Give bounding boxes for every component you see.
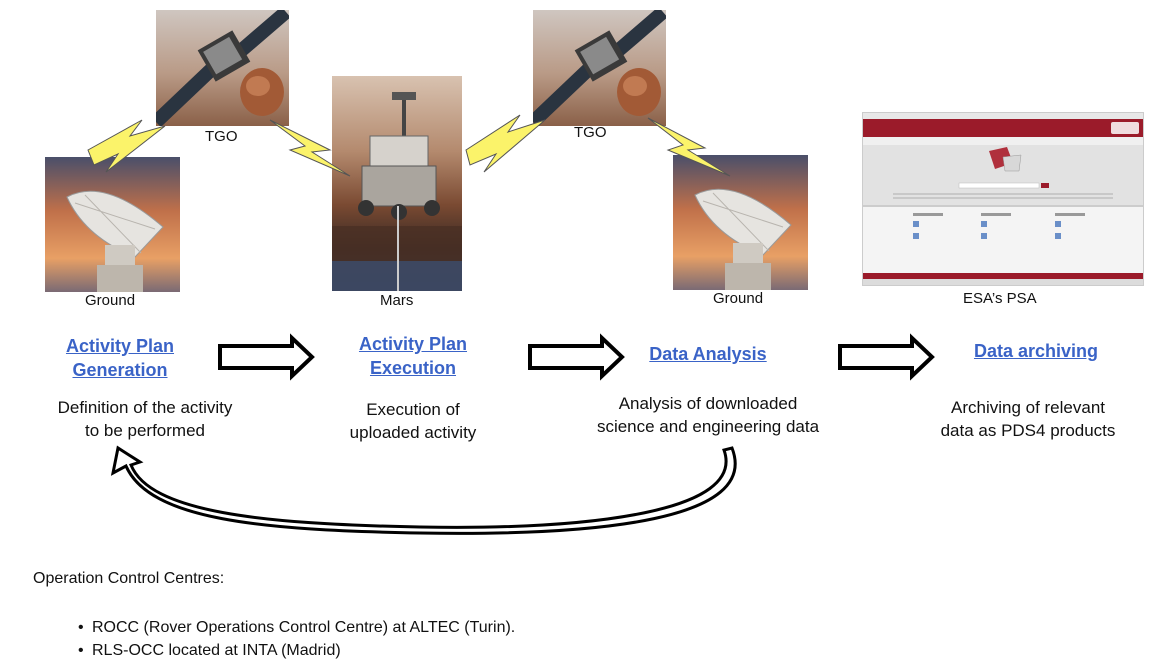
tgo-caption-right: TGO <box>574 124 607 141</box>
psa-screenshot-image <box>862 112 1144 286</box>
arrow-right-icon <box>838 333 935 381</box>
ground-caption-right: Ground <box>713 290 764 307</box>
stage-title-data-archiving[interactable]: Data archiving <box>973 341 1099 361</box>
tgo-caption-left: TGO <box>205 128 238 145</box>
lightning-bolt-icon <box>269 119 351 177</box>
ground-image-left <box>45 157 180 292</box>
lightning-bolt-icon <box>465 114 546 173</box>
stage-desc-data-analysis: Analysis of downloaded science and engin… <box>596 394 820 436</box>
arrow-right-icon <box>528 333 625 381</box>
notes-title: Operation Control Centres: <box>33 570 225 587</box>
stage-title-data-analysis[interactable]: Data Analysis <box>649 344 767 364</box>
arrow-right-icon <box>218 333 315 381</box>
feedback-loop-arrow <box>110 445 737 535</box>
stage-desc-activity-plan-generation: Definition of the activity to be perform… <box>57 398 233 440</box>
psa-caption: ESA’s PSA <box>963 290 1037 307</box>
lightning-bolt-icon <box>87 119 166 173</box>
list-item: RLS-OCC located at INTA (Madrid) <box>78 639 515 662</box>
mars-caption: Mars <box>380 292 414 309</box>
ground-image-right <box>673 155 808 290</box>
tgo-image-left <box>156 10 289 126</box>
stage-title-activity-plan-execution[interactable]: Activity Plan Execution <box>358 334 468 378</box>
notes-list: ROCC (Rover Operations Control Centre) a… <box>78 616 515 662</box>
mars-image <box>332 76 462 291</box>
lightning-bolt-icon <box>647 117 731 177</box>
stage-title-activity-plan-generation[interactable]: Activity Plan Generation <box>65 336 175 380</box>
stage-desc-activity-plan-execution: Execution of uploaded activity <box>349 400 477 442</box>
list-item: ROCC (Rover Operations Control Centre) a… <box>78 616 515 639</box>
stage-desc-data-archiving: Archiving of relevant data as PDS4 produ… <box>940 398 1116 440</box>
tgo-image-right <box>533 10 666 126</box>
ground-caption-left: Ground <box>85 292 136 309</box>
